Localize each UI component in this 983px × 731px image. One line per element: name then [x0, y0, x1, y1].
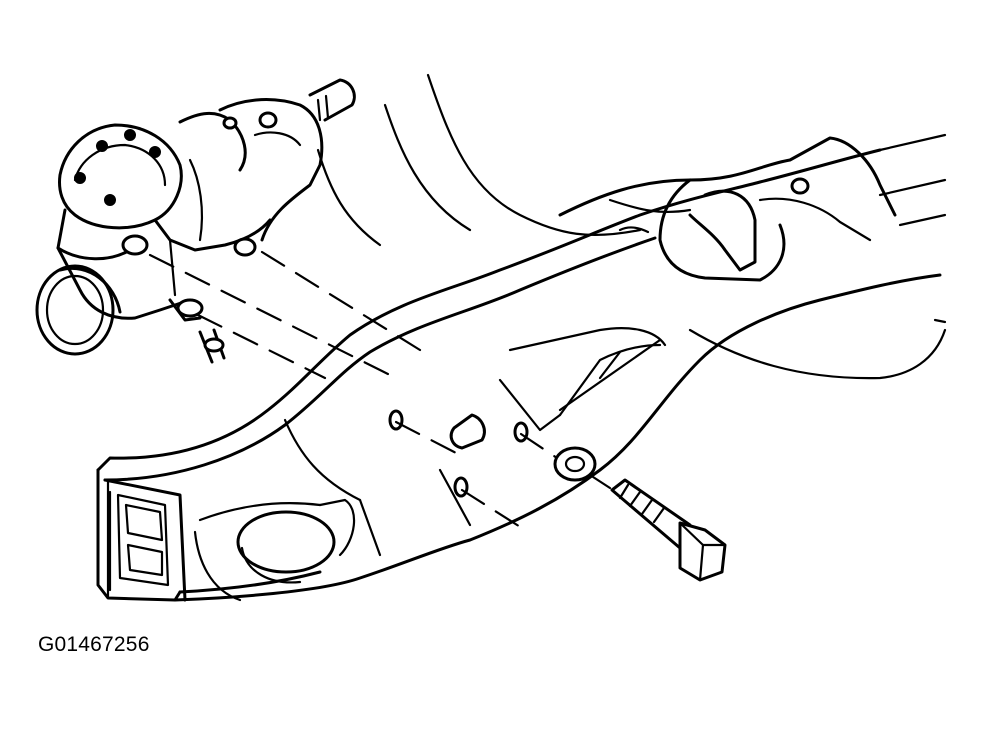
frame-bracket [558, 136, 897, 282]
steering-gear [35, 78, 356, 364]
bracket-hole [790, 177, 810, 195]
washer [553, 446, 597, 482]
frame-hole-upper-left [388, 409, 404, 431]
rail-hole [236, 510, 336, 574]
cover-bolt-4 [74, 172, 86, 184]
frame-hole-upper-right [513, 421, 529, 443]
cover-bolt-1 [96, 140, 108, 152]
cover-bolt-3 [149, 146, 161, 158]
gear-mount-boss-1 [121, 234, 149, 256]
body-panel-outline [316, 73, 947, 412]
gear-cap-bolt-2 [222, 116, 238, 130]
cover-bolt-2 [124, 129, 136, 141]
gear-mount-boss-3 [176, 298, 204, 318]
gear-cap-bolt-1 [258, 111, 278, 129]
gear-mount-boss-2 [233, 237, 257, 257]
frame-rail [96, 148, 942, 602]
cover-bolt-5 [104, 194, 116, 206]
bolt [610, 478, 727, 582]
mounting-hardware [148, 250, 727, 582]
figure-id-label: G01467256 [38, 633, 150, 656]
pitman-shaft-port [35, 264, 115, 356]
frame-slot [449, 413, 486, 450]
